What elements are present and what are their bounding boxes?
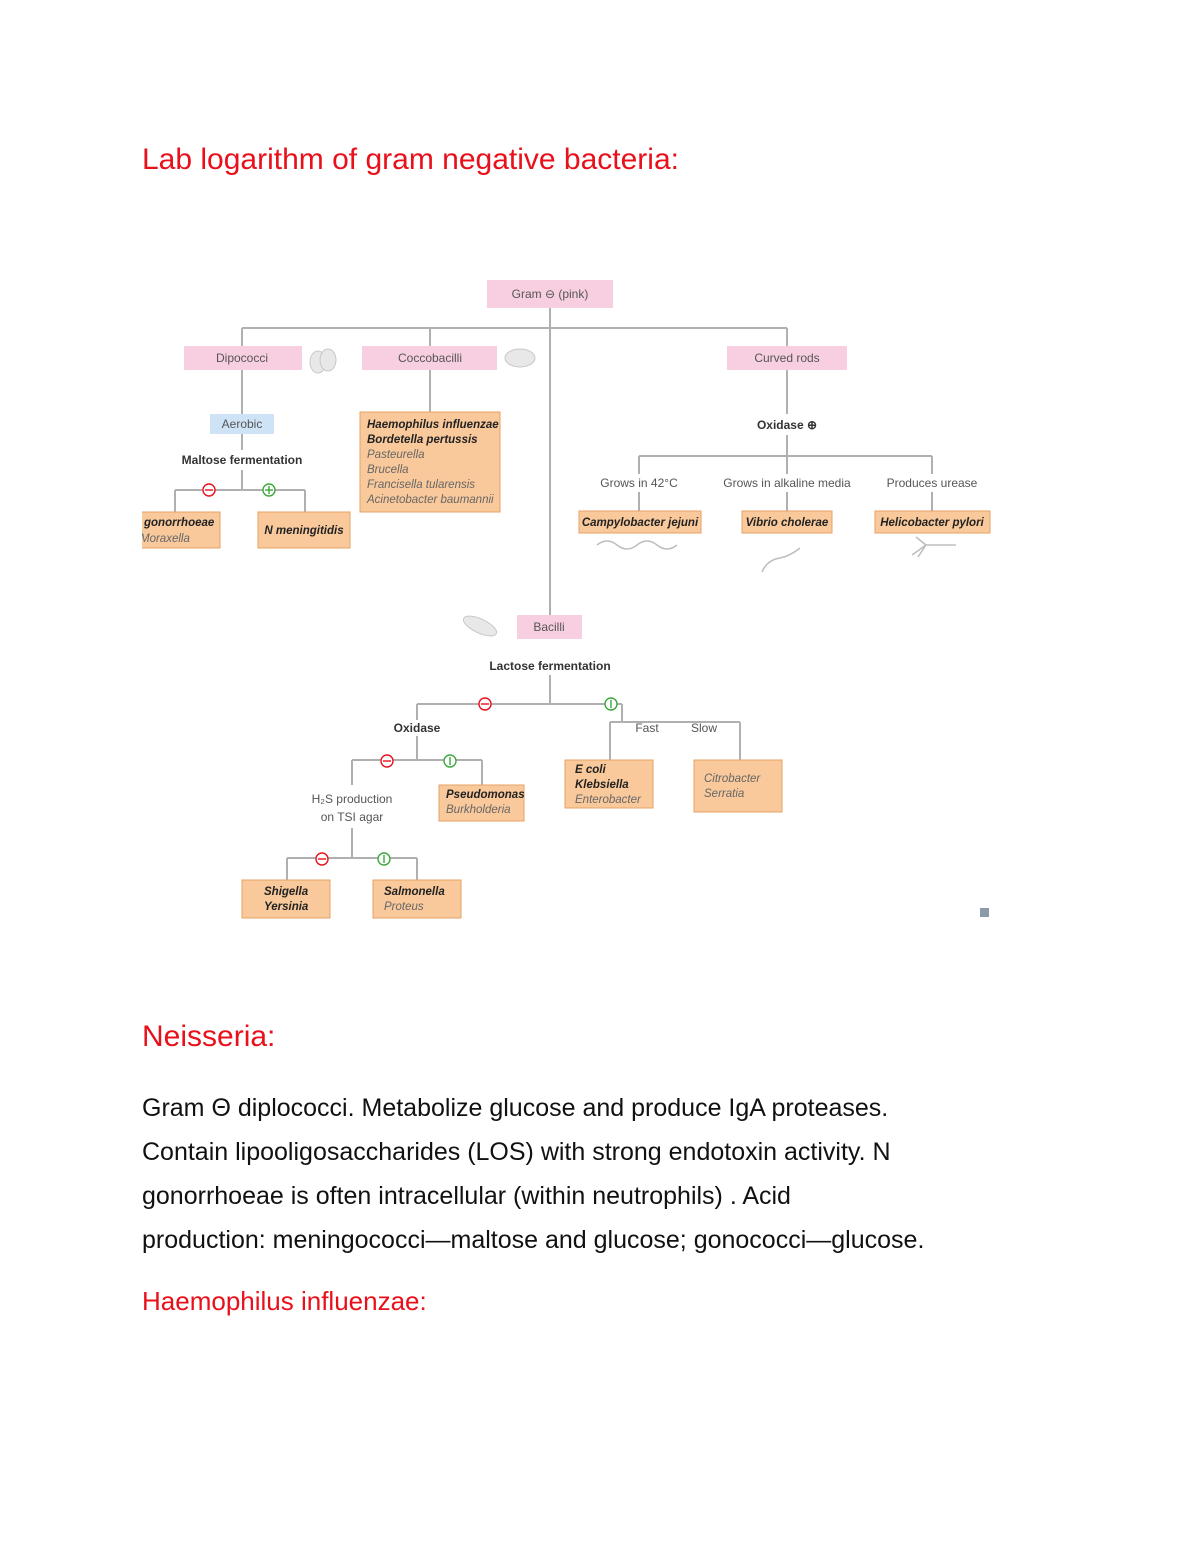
campylobacter-organism-icon <box>596 540 678 550</box>
aerobic-label: Aerobic <box>222 417 263 431</box>
slow-label: Slow <box>691 721 717 735</box>
coccobacilli-node <box>362 346 497 370</box>
oxidase-label: Oxidase <box>394 721 441 735</box>
fast-lactose-box <box>564 759 654 809</box>
paragraph-line: gonorrhoeae is often intracellular (with… <box>142 1182 791 1210</box>
acinetobacter-label: Acinetobacter baumannii <box>366 494 494 506</box>
moraxella-label: Moraxella <box>142 533 190 545</box>
page-title: Lab logarithm of gram negative bacteria: <box>142 143 679 176</box>
grows-alkaline-label: Grows in alkaline media <box>723 476 851 490</box>
vibrio-box <box>741 510 833 534</box>
enterobacter-label: Enterobacter <box>575 794 642 806</box>
neisseria-heading: Neisseria: <box>142 1020 276 1053</box>
grows-42-label: Grows in 42°C <box>600 476 678 490</box>
francisella-label: Francisella tularensis <box>367 479 475 491</box>
neisseria-gonorrhoeae-box <box>142 511 221 549</box>
bordetella-label: Bordetella pertussis <box>367 434 478 446</box>
bacilli-label: Bacilli <box>533 620 564 634</box>
tsi-agar-label: on TSI agar <box>321 810 383 824</box>
klebsiella-label: Klebsiella <box>575 779 629 791</box>
gram-negative-flowchart: Gram ⊖ (pink) Dipococci Coccobacilli Cur… <box>142 280 1055 940</box>
shigella-label: Shigella <box>264 886 309 898</box>
brucella-label: Brucella <box>367 464 409 476</box>
paragraph-line: production: meningococci—maltose and glu… <box>142 1226 925 1254</box>
bacilli-node <box>517 615 582 639</box>
citrobacter-label: Citrobacter <box>704 773 761 785</box>
proteus-label: Proteus <box>384 901 424 913</box>
haemophilus-label: Haemophilus influenzae <box>367 419 499 431</box>
expand-icon <box>980 908 989 917</box>
ecoli-label: E coli <box>575 764 606 776</box>
pseudomonas-box <box>438 784 525 822</box>
root-node <box>487 280 613 308</box>
paragraph-line: Contain lipooligosaccharides (LOS) with … <box>142 1138 891 1166</box>
meningitidis-label: N meningitidis <box>264 525 343 537</box>
oxidase-positive-label: Oxidase ⊕ <box>757 418 817 432</box>
aerobic-node <box>210 414 274 434</box>
gonorrhoeae-label: gonorrhoeae <box>143 517 215 529</box>
coccobacilli-list-box <box>359 411 501 513</box>
pasteurella-label: Pasteurella <box>367 449 425 461</box>
helicobacter-organism-icon <box>911 536 956 558</box>
lactose-fermentation-label: Lactose fermentation <box>489 659 610 673</box>
dipococci-node <box>184 346 302 370</box>
yersinia-label: Yersinia <box>264 901 309 913</box>
produces-urease-label: Produces urease <box>887 476 978 490</box>
helicobacter-box <box>874 510 991 534</box>
coccobacilli-cell-icon <box>504 348 536 368</box>
curved-rods-node <box>727 346 847 370</box>
slow-lactose-box <box>693 759 783 813</box>
root-label: Gram ⊖ (pink) <box>512 287 589 301</box>
meningitidis-box <box>257 511 351 549</box>
fast-label: Fast <box>635 721 659 735</box>
dipococci-label: Dipococci <box>216 351 268 365</box>
campylobacter-label: Campylobacter jejuni <box>582 517 699 529</box>
flowchart-connectors <box>174 308 933 880</box>
vibrio-label: Vibrio cholerae <box>746 517 829 529</box>
neisseria-paragraph: Gram Θ diplococci. Metabolize glucose an… <box>142 1086 1072 1262</box>
burkholderia-label: Burkholderia <box>446 804 511 816</box>
paragraph-line: Gram Θ diplococci. Metabolize glucose an… <box>142 1094 889 1122</box>
pseudomonas-label: Pseudomonas <box>446 789 525 801</box>
maltose-fermentation-label: Maltose fermentation <box>182 453 303 467</box>
helicobacter-label: Helicobacter pylori <box>880 517 984 529</box>
coccobacilli-label: Coccobacilli <box>398 351 462 365</box>
serratia-label: Serratia <box>704 788 744 800</box>
h2s-production-label: H₂S production <box>312 792 393 806</box>
curved-rods-label: Curved rods <box>754 351 819 365</box>
campylobacter-box <box>578 510 702 534</box>
salmonella-label: Salmonella <box>384 886 445 898</box>
salmonella-box <box>372 879 462 919</box>
shigella-box <box>241 879 331 919</box>
vibrio-organism-icon <box>761 547 801 573</box>
bacilli-cell-icon <box>462 615 498 637</box>
haemophilus-heading: Haemophilus influenzae: <box>142 1286 427 1316</box>
